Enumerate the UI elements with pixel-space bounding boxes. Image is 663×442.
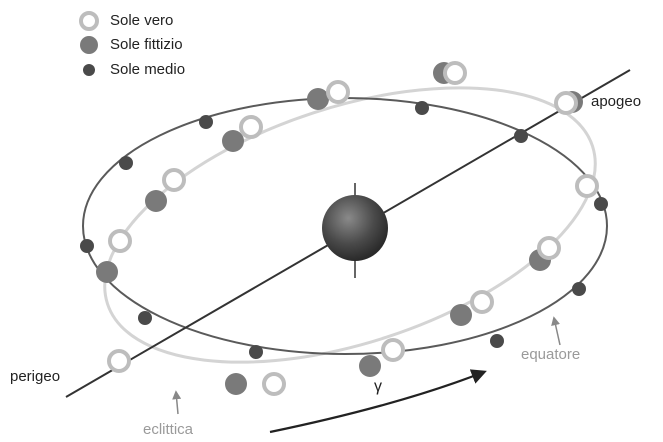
mean-sun (249, 345, 263, 359)
apogee-label: apogeo (591, 93, 641, 110)
fictitious-sun (450, 304, 472, 326)
legend-symbols (80, 13, 98, 76)
fictitious-sun (359, 355, 381, 377)
legend-true-sun-label: Sole vero (110, 12, 173, 29)
equator-pointer-arrow (554, 318, 560, 345)
mean-sun (572, 282, 586, 296)
fictitious-sun (145, 190, 167, 212)
fictitious-sun (96, 261, 118, 283)
true-sun (445, 63, 465, 83)
equator-label: equatore (521, 346, 580, 363)
true-sun (109, 351, 129, 371)
vernal-point-label: γ (374, 378, 382, 396)
true-sun (164, 170, 184, 190)
mean-sun (80, 239, 94, 253)
true-sun (110, 231, 130, 251)
mean-sun (514, 129, 528, 143)
mean-sun (415, 101, 429, 115)
true-sun (328, 82, 348, 102)
true-sun (539, 238, 559, 258)
mean-sun (199, 115, 213, 129)
true-sun (264, 374, 284, 394)
true-sun (241, 117, 261, 137)
legend-true-sun-icon (81, 13, 97, 29)
true-sun (556, 93, 576, 113)
true-sun (577, 176, 597, 196)
legend-mean-sun-label: Sole medio (110, 61, 185, 78)
true-sun (383, 340, 403, 360)
true-sun (472, 292, 492, 312)
perigee-label: perigeo (10, 368, 60, 385)
fictitious-sun (222, 130, 244, 152)
ecliptic-label: eclittica (143, 421, 193, 438)
mean-sun (119, 156, 133, 170)
legend-mean-sun-icon (83, 64, 95, 76)
ecliptic-pointer-arrow (176, 392, 178, 414)
fictitious-sun (307, 88, 329, 110)
mean-sun (138, 311, 152, 325)
fictitious-sun (225, 373, 247, 395)
mean-sun (594, 197, 608, 211)
earth (322, 183, 388, 278)
legend-fictitious-sun-label: Sole fittizio (110, 36, 183, 53)
mean-sun (490, 334, 504, 348)
legend-fictitious-sun-icon (80, 36, 98, 54)
